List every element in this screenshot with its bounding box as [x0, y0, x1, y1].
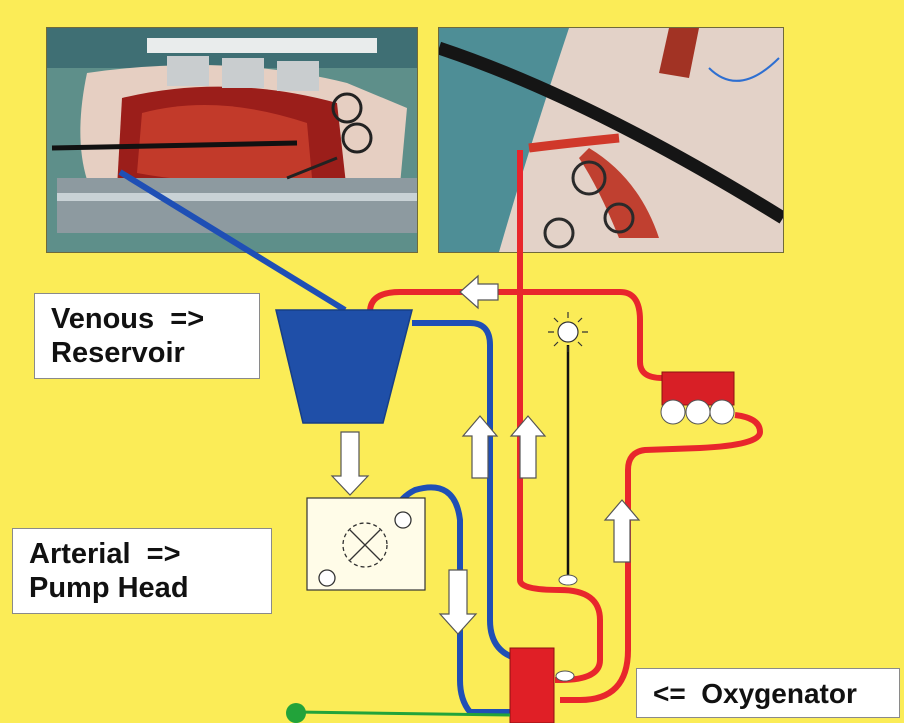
arterial-return-line	[520, 150, 600, 680]
monitor-starburst-icon	[548, 312, 588, 352]
venous-cannula-line	[120, 172, 345, 310]
flow-arrow-down-pump-outlet	[440, 570, 476, 634]
oxygenator-label: <= Oxygenator	[636, 668, 900, 718]
flow-arrow-up-suction	[605, 500, 639, 562]
oxygenator-port-icon	[556, 671, 574, 681]
suction-line	[370, 292, 700, 378]
flow-arrow-left-suction	[460, 276, 498, 308]
arterial-label-line-1: Arterial =>	[29, 537, 261, 571]
arterial-pump-head-label: Arterial => Pump Head	[12, 528, 272, 614]
roller-icon	[661, 400, 734, 424]
suction-line-lower	[560, 415, 760, 700]
venous-label-line-2: Reservoir	[51, 336, 249, 370]
flow-arrow-up-arterial	[511, 416, 545, 478]
venous-label-line-1: Venous =>	[51, 302, 249, 336]
venous-reservoir	[276, 310, 412, 423]
arterial-label-line-2: Pump Head	[29, 571, 261, 605]
oxygenator-unit	[510, 648, 554, 723]
gas-source-icon	[286, 703, 306, 723]
monitor-junction-icon	[559, 575, 577, 585]
oxygenator-label-text: <= Oxygenator	[653, 677, 889, 711]
flow-arrow-down-reservoir	[332, 432, 368, 495]
venous-reservoir-label: Venous => Reservoir	[34, 293, 260, 379]
